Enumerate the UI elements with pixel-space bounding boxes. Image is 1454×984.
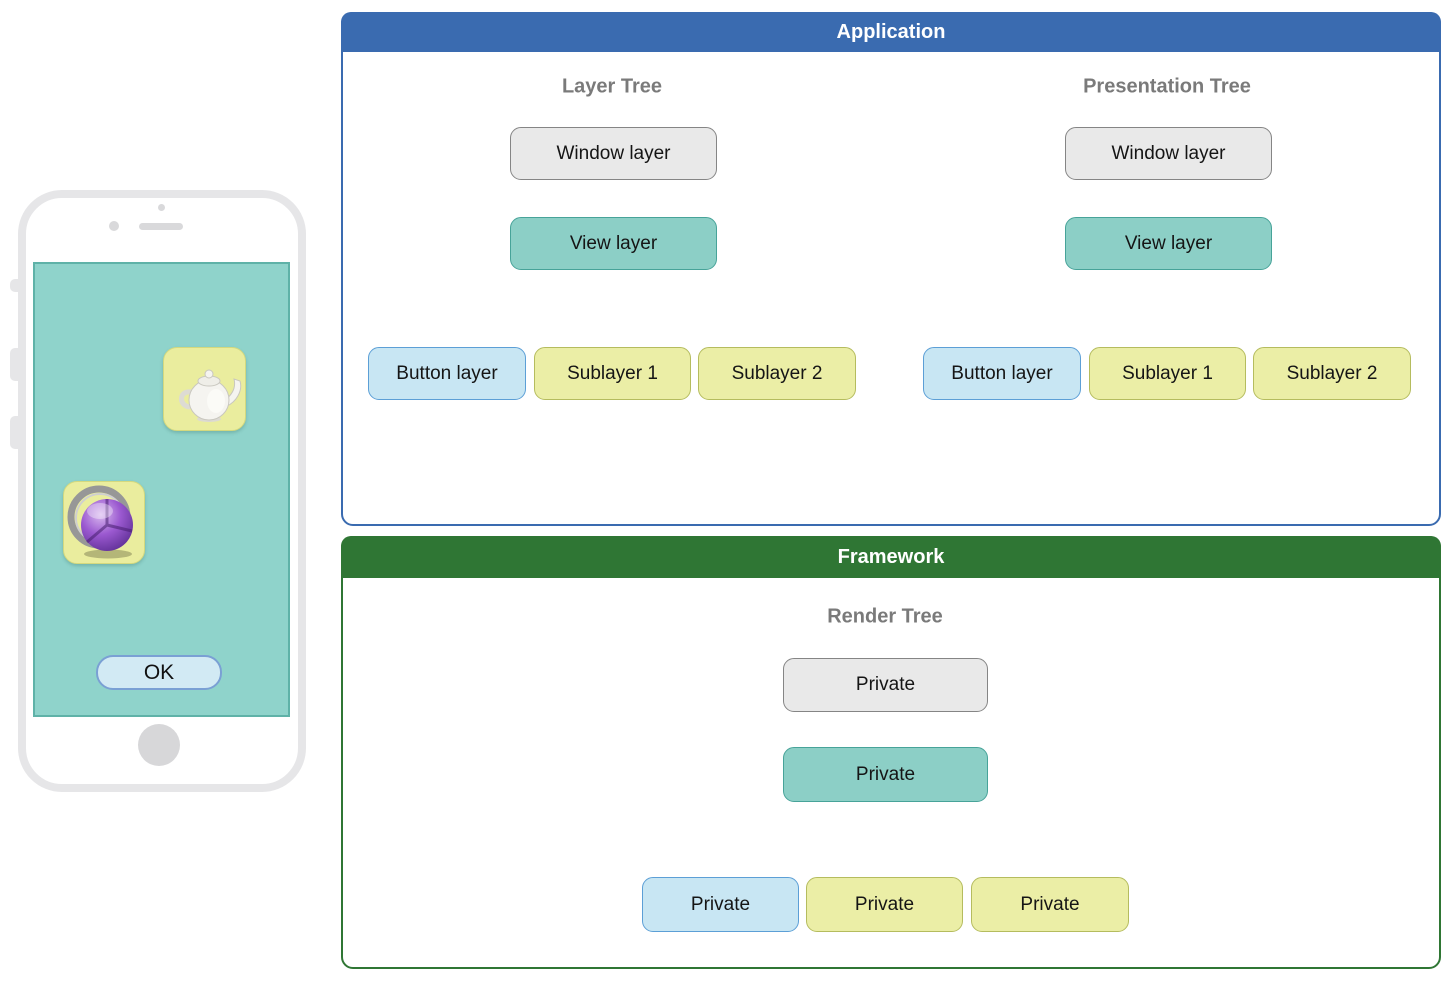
purple-sphere-icon xyxy=(67,485,133,559)
presentation-tree-view-layer: View layer xyxy=(1065,217,1272,270)
render-tree-title: Render Tree xyxy=(827,605,943,628)
layer-tree-sublayer-1: Sublayer 1 xyxy=(534,347,691,400)
phone-camera-dot xyxy=(109,221,119,231)
presentation-tree-window-layer: Window layer xyxy=(1065,127,1272,180)
layer-tree-sublayer-2: Sublayer 2 xyxy=(698,347,856,400)
phone-home-button xyxy=(138,724,180,766)
render-tree-child-private-2: Private xyxy=(806,877,963,932)
sphere-tile xyxy=(63,481,145,564)
render-tree-middle-private: Private xyxy=(783,747,988,802)
render-tree-root-private: Private xyxy=(783,658,988,712)
application-panel-header: Application xyxy=(341,12,1441,52)
layer-tree-view-layer: View layer xyxy=(510,217,717,270)
layer-tree-title: Layer Tree xyxy=(561,75,663,98)
teapot-tile xyxy=(163,347,246,431)
teapot-icon xyxy=(179,369,242,422)
application-panel: Application xyxy=(341,12,1441,526)
phone-top-sensor-dot xyxy=(158,204,165,211)
layer-tree-button-layer: Button layer xyxy=(368,347,526,400)
presentation-tree-title: Presentation Tree xyxy=(1083,75,1251,98)
presentation-tree-sublayer-2: Sublayer 2 xyxy=(1253,347,1411,400)
presentation-tree-button-layer: Button layer xyxy=(923,347,1081,400)
render-tree-child-private-1: Private xyxy=(642,877,799,932)
framework-panel-header: Framework xyxy=(341,536,1441,578)
ok-button: OK xyxy=(96,655,222,690)
layer-tree-window-layer: Window layer xyxy=(510,127,717,180)
presentation-tree-sublayer-1: Sublayer 1 xyxy=(1089,347,1246,400)
phone-speaker xyxy=(139,223,183,230)
render-tree-child-private-3: Private xyxy=(971,877,1129,932)
